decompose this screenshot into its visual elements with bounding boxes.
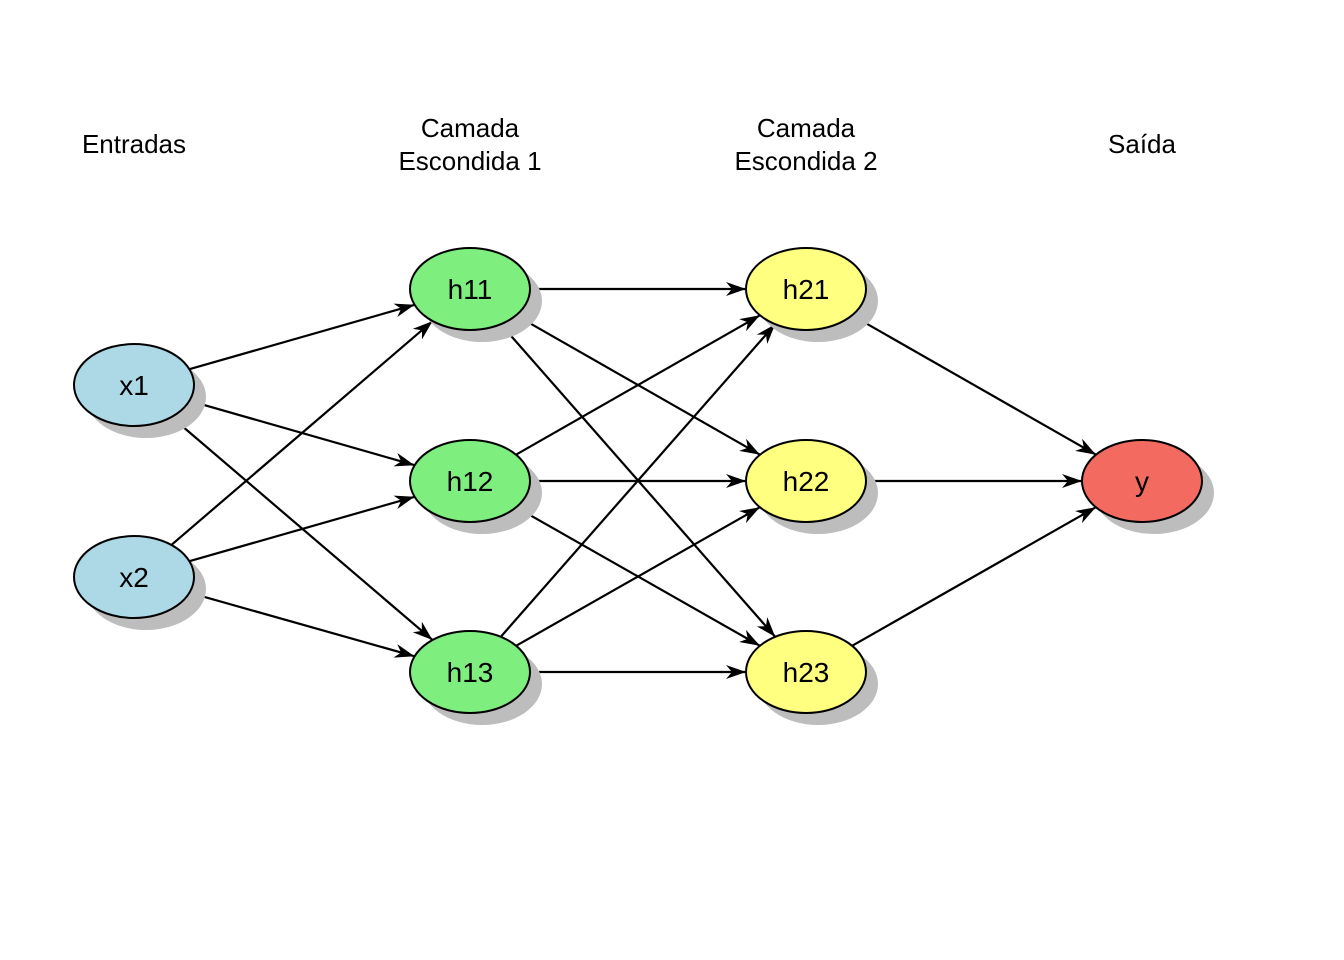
node-ellipse-y [1081,439,1203,523]
edge-x1-to-h11 [189,303,415,371]
node-ellipse-h13 [409,630,531,714]
node-h21: h21 [745,247,878,342]
edge-h23-to-y [851,506,1097,647]
node-label-x2: x2 [119,562,149,593]
node-ellipse-h21 [745,247,867,331]
edge-h12-to-h21 [515,314,761,456]
layer-title-camada-escondida-1: Camada Escondida 1 [398,113,542,176]
edges-group [170,282,1097,679]
node-h11: h11 [409,247,542,342]
node-y: y [1081,439,1214,534]
edge-h13-to-h22 [515,506,761,647]
node-label-y: y [1135,466,1149,497]
edge-h21-to-y [851,314,1097,456]
layer-title-camada-escondida-2: Camada Escondida 2 [734,113,878,176]
node-label-h21: h21 [783,274,830,305]
layer-title-saida: Saída [1108,129,1176,159]
edge-x2-to-h11 [170,320,434,546]
node-ellipse-h22 [745,439,867,523]
node-h23: h23 [745,630,878,725]
node-x2: x2 [73,535,206,630]
edge-x2-to-h12 [189,495,415,563]
node-label-h11: h11 [448,274,493,305]
edge-h13-to-h21 [499,323,777,638]
nodes-group: x1 x2 h11 h12 h13 h21 h22 h23 y [73,247,1214,725]
node-ellipse-x1 [73,343,195,427]
node-ellipse-h11 [409,247,531,331]
node-label-h23: h23 [783,657,830,688]
node-label-h13: h13 [447,657,494,688]
node-x1: x1 [73,343,206,438]
node-h22: h22 [745,439,878,534]
node-h12: h12 [409,439,542,534]
layer-title-entradas: Entradas [81,129,187,159]
node-label-h12: h12 [447,466,494,497]
node-ellipse-x2 [73,535,195,619]
edge-x2-to-h13 [189,591,415,658]
node-h13: h13 [409,630,542,725]
node-ellipse-h23 [745,630,867,714]
node-label-h22: h22 [783,466,830,497]
node-ellipse-h12 [409,439,531,523]
node-label-x1: x1 [119,370,149,401]
